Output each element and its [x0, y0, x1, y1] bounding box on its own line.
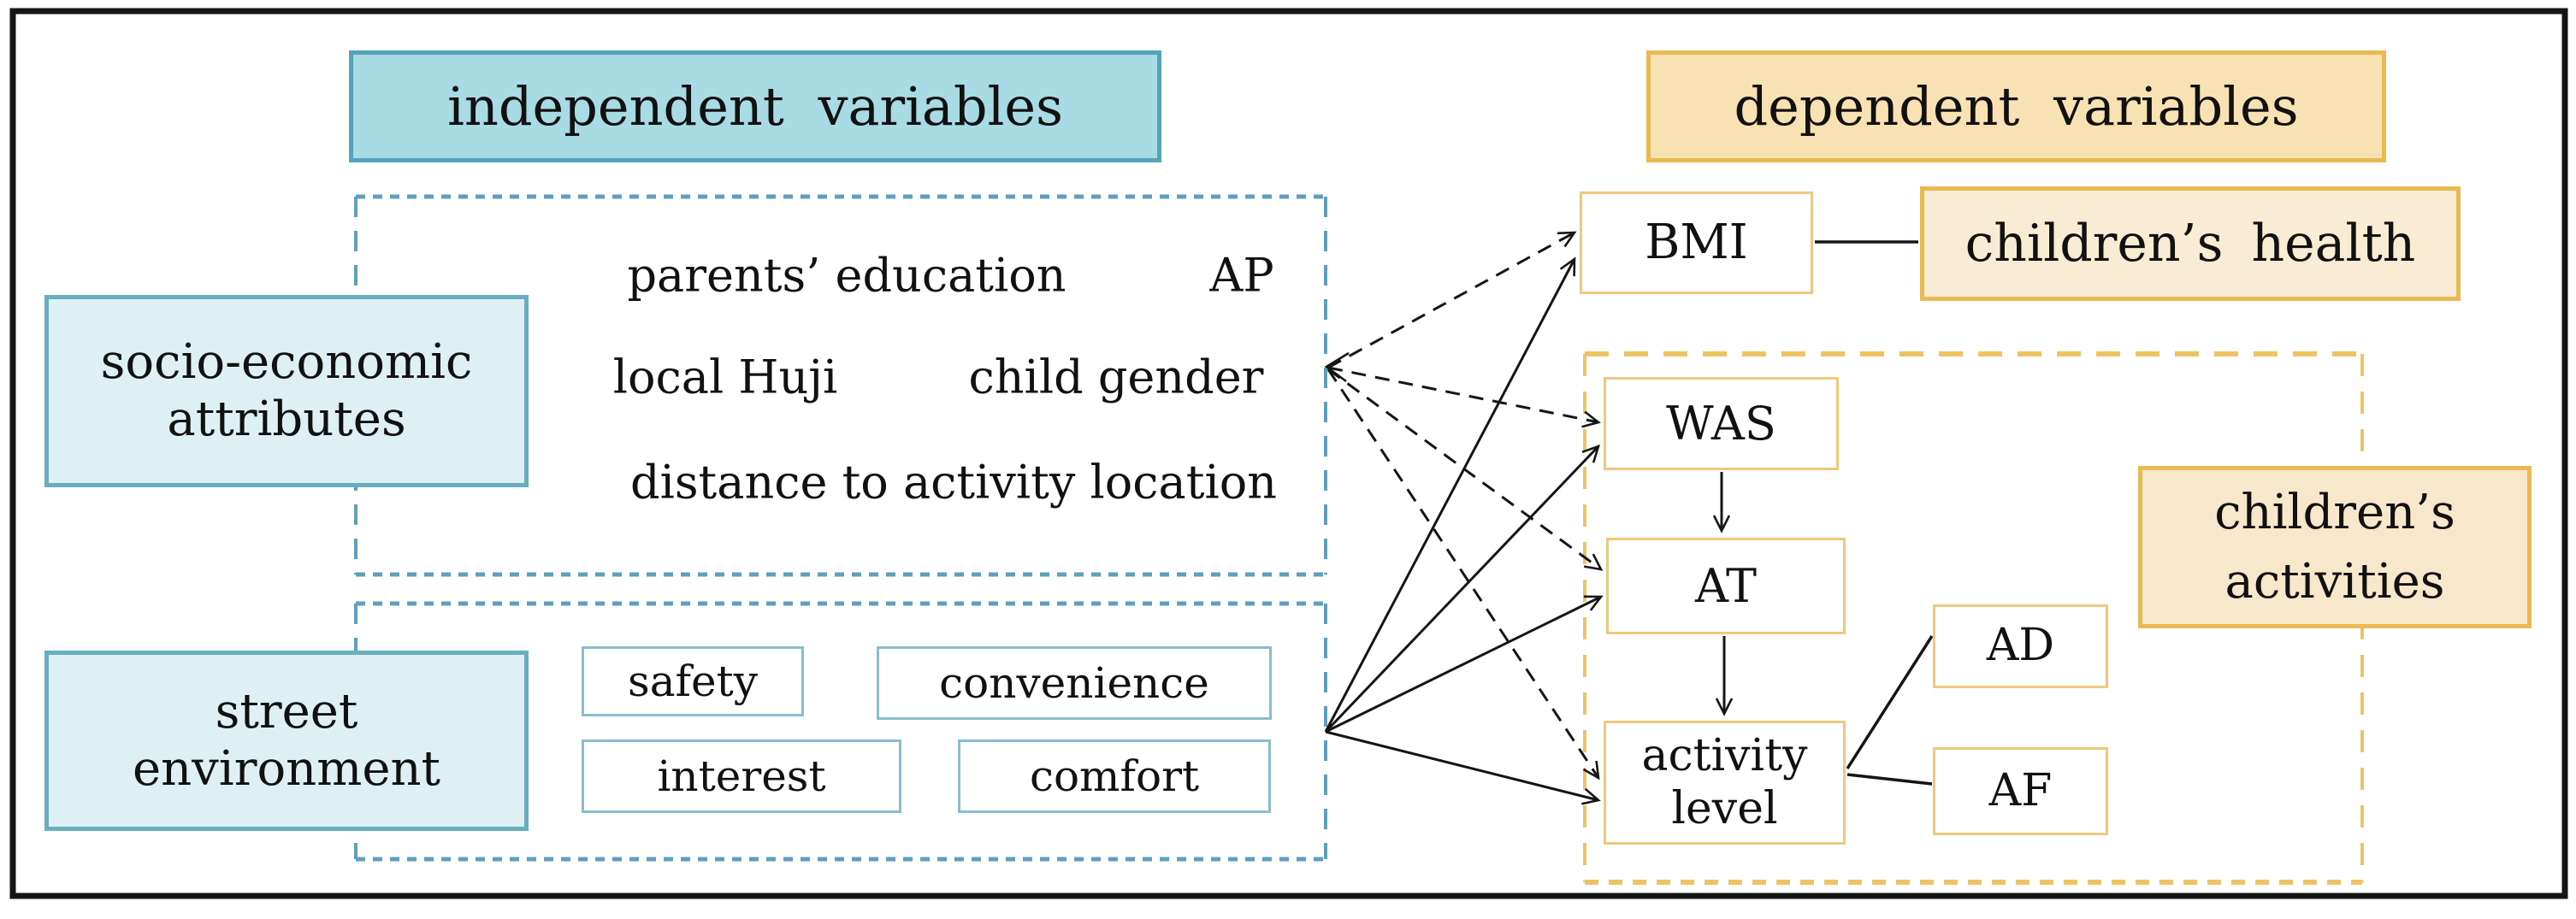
socio-economic-attributes-box: socio-economic attributes	[44, 295, 529, 487]
street-environment-title-line2: environment	[132, 740, 441, 797]
af-box: AF	[1933, 747, 2108, 835]
ad-box: AD	[1933, 604, 2108, 688]
activity-level-box: activity level	[1604, 721, 1846, 845]
factor-interest-box: interest	[582, 739, 901, 813]
variable-child-gender: child gender	[968, 350, 1264, 404]
outer-frame	[9, 8, 2568, 899]
childrens-health-label: children’s health	[1964, 213, 2416, 274]
factor-convenience-label: convenience	[939, 657, 1209, 708]
was-box: WAS	[1604, 377, 1839, 470]
ad-label: AD	[1986, 620, 2055, 672]
factor-safety-box: safety	[582, 646, 804, 716]
childrens-activities-line1: children’s	[2214, 484, 2455, 540]
af-label: AF	[1988, 764, 2053, 816]
was-label: WAS	[1666, 396, 1776, 451]
at-box: AT	[1606, 538, 1846, 634]
factor-comfort-label: comfort	[1029, 751, 1200, 801]
independent-variables-header: independent variables	[349, 50, 1161, 162]
street-environment-box: street environment	[44, 651, 529, 831]
dependent-variables-label: dependent variables	[1734, 74, 2299, 138]
plain-connectors	[1815, 240, 1934, 786]
factor-interest-label: interest	[657, 751, 826, 801]
bmi-label: BMI	[1645, 214, 1748, 270]
dependent-variables-header: dependent variables	[1646, 50, 2386, 162]
street-environment-effect-arrows	[1324, 256, 1604, 805]
activity-level-line2: level	[1671, 782, 1778, 834]
bmi-box: BMI	[1580, 191, 1813, 294]
childrens-health-box: children’s health	[1920, 186, 2461, 301]
factor-convenience-box: convenience	[877, 646, 1272, 720]
street-environment-title-line1: street	[215, 684, 358, 740]
variable-local-huji: local Huji	[612, 350, 838, 404]
factor-safety-label: safety	[628, 656, 758, 706]
at-label: AT	[1694, 558, 1758, 613]
socio-economic-title-line2: attributes	[167, 391, 406, 447]
childrens-activities-box: children’s activities	[2138, 466, 2532, 628]
independent-variables-label: independent variables	[447, 74, 1063, 138]
variable-parents-education: parents’ education	[627, 248, 1066, 303]
factor-comfort-box: comfort	[958, 739, 1271, 813]
childrens-activities-line2: activities	[2224, 554, 2445, 610]
socio-economic-title-line1: socio-economic	[100, 334, 473, 391]
variable-ap: AP	[1209, 248, 1274, 303]
origin-arrowhead	[1324, 351, 1350, 383]
variable-distance-to-activity-location: distance to activity location	[630, 455, 1277, 510]
socio-economic-effect-arrows	[1326, 231, 1604, 781]
chain-arrows	[1712, 472, 1734, 716]
activity-level-line1: activity	[1641, 730, 1808, 782]
